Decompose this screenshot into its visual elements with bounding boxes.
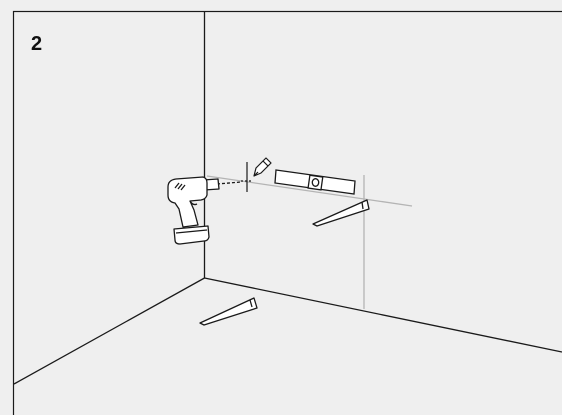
pencil-icon (253, 157, 272, 177)
floor-right-line (204, 277, 562, 353)
drill-body (167, 176, 208, 228)
wall-bracket-icon (312, 199, 370, 227)
floor-bracket-icon (199, 297, 258, 326)
floor-left-line (13, 277, 205, 385)
drill-battery (173, 225, 210, 245)
guide-lines (206, 175, 413, 309)
drill-bit (216, 181, 242, 185)
pencil-mark (241, 162, 253, 192)
cordless-drill-icon (167, 176, 242, 245)
panel-border (12, 10, 562, 415)
room-corner-lines (13, 11, 562, 385)
step-number: 2 (31, 33, 43, 55)
spirit-level-icon (274, 169, 356, 195)
